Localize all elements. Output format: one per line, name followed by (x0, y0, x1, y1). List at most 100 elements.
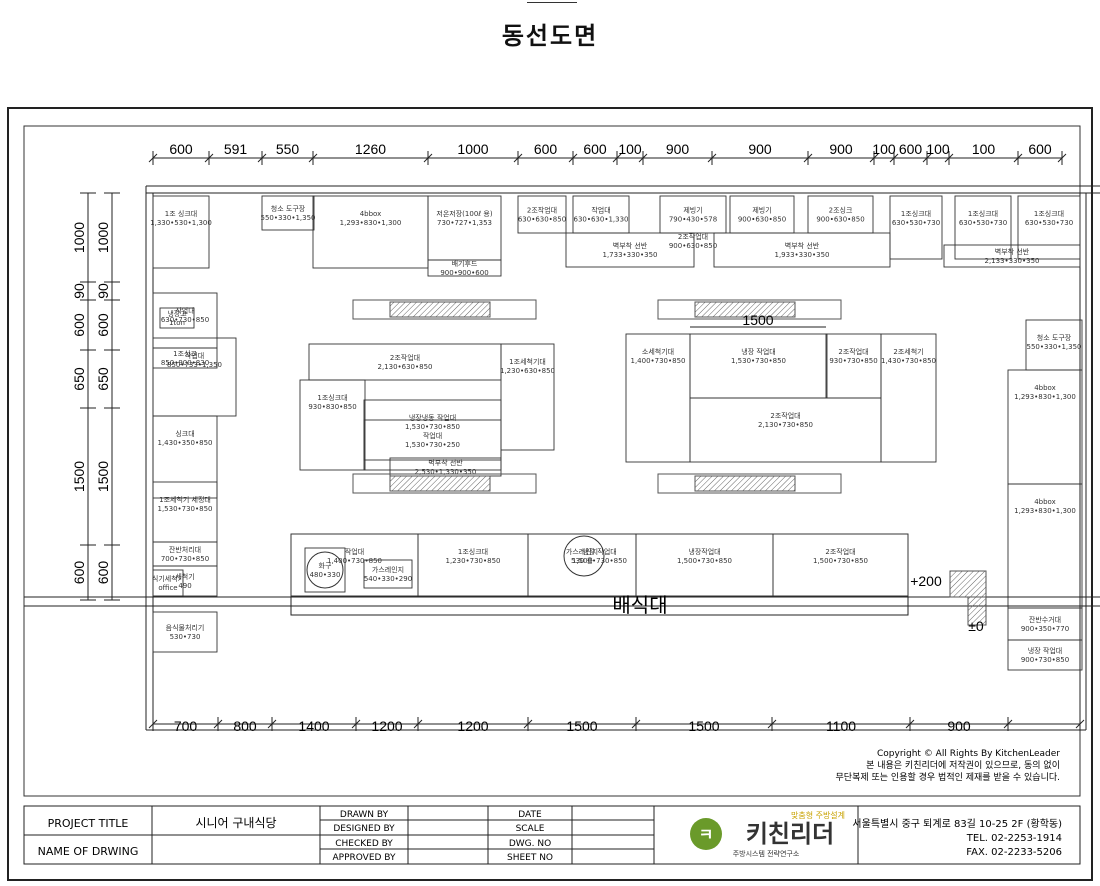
left-col-name-9: 음식물처리기 (166, 623, 205, 632)
right-col-name-1: 4bbox (1034, 384, 1056, 392)
right-col-name-4: 냉장 작업대 (1028, 646, 1062, 655)
top-row-size-6: 630•630•1,330 (573, 216, 628, 224)
top-row-size-0: 1,330•530•1,300 (150, 219, 212, 227)
top-dim-label-7: 100 (618, 141, 642, 157)
top-row-box-2 (312, 195, 429, 269)
serving-row-size-0: 1,400•730•850 (327, 557, 382, 565)
serving-row-name-0: 작업대 (345, 547, 364, 556)
center-left-size-5: 2,530•1,330•350 (415, 468, 477, 476)
center-left-size-2: 1,530•730•850 (405, 423, 460, 431)
center-right-size-1: 1,530•730•850 (731, 357, 786, 365)
top-row-name-16: 벽부착 선반 (995, 247, 1030, 256)
serving-row-box-1 (304, 547, 346, 593)
center-left-size-1: 930•830•850 (308, 403, 356, 411)
top-row-box-6 (572, 195, 630, 234)
serving-row-name-3: 1조싱크대 (458, 547, 488, 556)
burner-circle-2 (563, 535, 605, 577)
bottom-dim-label-1: 800 (233, 718, 257, 734)
serving-row-size-2: 540•330•290 (364, 575, 412, 583)
top-dim-label-4: 1000 (457, 141, 488, 157)
dwg-no-label: DWG. NO (509, 839, 551, 849)
serving-row-box-2 (363, 559, 413, 589)
top-dim-label-5: 600 (534, 141, 558, 157)
hood-width-label: 1500 (742, 312, 773, 328)
center-right-name-3: 2조작업대 (770, 411, 800, 420)
serving-row-box-5 (635, 533, 774, 597)
left-col-name-6: 잔반처리대 (169, 545, 201, 554)
company-tel: TEL. 02-2253-1914 (966, 833, 1062, 844)
right-col-size-0: 550•330•1,350 (1026, 343, 1081, 351)
company-logo: ㅋ 맞춤형 주방설계 키친리더 주방시스템 전략연구소 (690, 810, 845, 858)
drawn-by-label: DRAWN BY (340, 810, 389, 820)
top-row-box-15 (713, 232, 891, 268)
company-sub: 주방시스템 전략연구소 (733, 849, 800, 858)
left-dim-outer-label-2: 600 (71, 313, 87, 337)
svg-text:ㅋ: ㅋ (699, 825, 714, 844)
top-row-size-13: 630•530•730 (1025, 219, 1073, 227)
top-dim-label-15: 600 (1028, 141, 1052, 157)
center-right-box-2 (825, 333, 882, 399)
center-left-box-4 (500, 343, 555, 451)
serving-row-name-6: 2조작업대 (825, 547, 855, 556)
top-row-size-5: 630•630•850 (518, 216, 566, 224)
right-col-name-2: 4bbox (1034, 498, 1056, 506)
top-dim-label-0: 600 (169, 141, 193, 157)
left-dim-outer-label-4: 1500 (71, 461, 87, 492)
level-zero-label: ±0 (968, 618, 984, 634)
serving-row-size-4: 530 용 (571, 557, 594, 565)
top-row-name-1: 청소 도구장 (271, 204, 306, 213)
center-right-name-2: 2조작업대 (838, 347, 868, 356)
copyright-line-2: 본 내용은 키친리더에 저작권이 있으므로, 동의 없이 (866, 759, 1060, 771)
top-dim-label-8: 900 (666, 141, 690, 157)
top-row-size-1: 550•330•1,350 (260, 214, 315, 222)
top-row-name-4: 배기후드 (452, 259, 478, 268)
center-left-name-4: 1조세척기대 (509, 357, 546, 366)
left-dim-inner-label-1: 90 (95, 283, 111, 299)
left-col-name-4: 싱크대 (175, 429, 194, 438)
serving-row-size-3: 1,230•730•850 (445, 557, 500, 565)
serving-row-name-7: 냉장 작업대 (582, 547, 616, 556)
bottom-dim-label-6: 1500 (688, 718, 719, 734)
top-row-name-3: 저온저장(100ℓ 용) (436, 209, 492, 218)
serving-counter-label: 배식대 (612, 593, 667, 617)
top-row-box-13 (1017, 195, 1081, 260)
building-walls (145, 185, 1100, 731)
left-dim-inner-label-3: 650 (95, 367, 111, 391)
right-col-size-3: 900•350•770 (1021, 625, 1069, 633)
top-row-name-9: 제빙기 (752, 206, 771, 215)
serving-row-name-5: 냉장작업대 (688, 547, 720, 556)
top-row-size-3: 730•727•1,353 (437, 219, 492, 227)
top-dim-label-10: 900 (829, 141, 853, 157)
center-left-name-1: 1조싱크대 (317, 393, 347, 402)
center-left-name-3: 작업대 (423, 431, 442, 440)
left-col-size-3: 850•733•1,350 (167, 361, 222, 369)
top-row-box-3 (427, 195, 502, 261)
top-row-size-9: 900•630•850 (738, 216, 786, 224)
exhaust-hoods (352, 299, 842, 494)
page-title: 동선도면 (501, 22, 599, 50)
serving-row-size-6: 1,500•730•850 (813, 557, 868, 565)
right-col-box-3 (1007, 607, 1083, 641)
top-dim-label-11: 100 (872, 141, 896, 157)
bottom-dim-label-8: 900 (947, 718, 971, 734)
project-title-value: 시니어 구내식당 (195, 816, 276, 830)
serving-counter-band (24, 596, 1100, 616)
company-fax: FAX. 02-2233-5206 (966, 847, 1062, 858)
center-left-name-0: 2조작업대 (390, 353, 420, 362)
serving-row-size-7: 1,500•730•850 (572, 557, 627, 565)
ramp-hatch (949, 570, 987, 598)
top-row-name-14: 벽부착 선반 (613, 241, 648, 250)
left-dim-inner-label-2: 600 (95, 313, 111, 337)
top-dim-label-13: 100 (926, 141, 950, 157)
left-col-name-1: 작업대 (175, 306, 194, 315)
top-row-name-12: 1조싱크대 (968, 209, 998, 218)
left-col-name-0: 냉장고 (167, 309, 187, 318)
top-row-size-4: 900•900•600 (440, 269, 488, 277)
left-col-size-7: 490 (178, 582, 191, 590)
top-row-box-11 (889, 195, 943, 260)
company-name: 키친리더 (746, 820, 834, 848)
top-dim-label-1: 591 (224, 141, 248, 157)
left-col-box-8 (152, 569, 184, 597)
